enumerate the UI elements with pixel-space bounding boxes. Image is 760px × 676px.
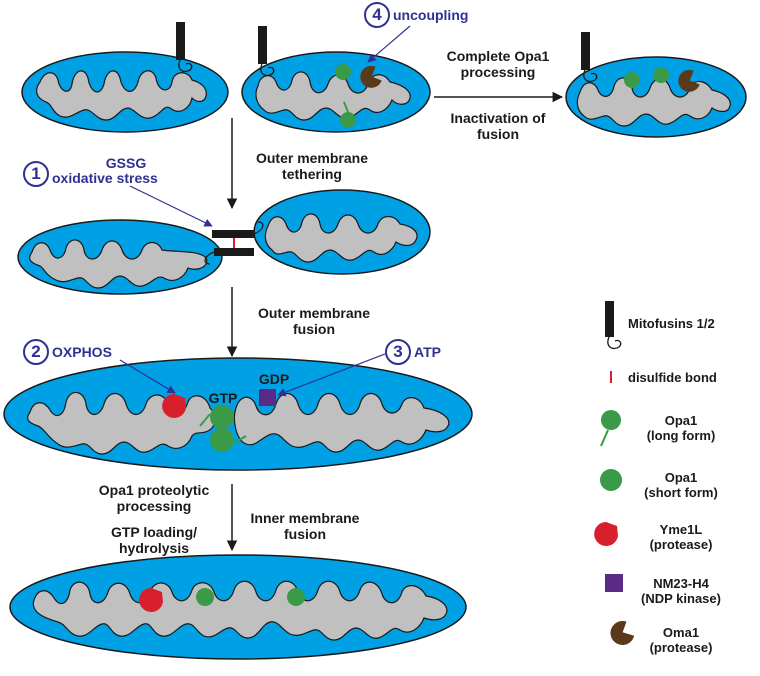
- step-4-badge: [364, 2, 390, 28]
- yme1l-icon: [162, 394, 186, 418]
- cristae-matrix-right: [233, 392, 450, 453]
- outer-fusion-line1: Outer membrane: [257, 305, 371, 321]
- outer-tether-line2: tethering: [282, 166, 342, 182]
- cristae-matrix: [29, 239, 208, 289]
- mitochondrion-3: [565, 32, 747, 138]
- gtp-loading-line2: hydrolysis: [118, 540, 190, 556]
- gtp-loading-line1: GTP loading/: [110, 524, 198, 540]
- legend-yme1l-line1: Yme1L: [659, 522, 703, 537]
- step-2-number: 2: [31, 342, 41, 361]
- step-1-line2: oxidative stress: [52, 170, 158, 186]
- mitofusin-icon: [212, 230, 254, 238]
- legend-disulfide: disulfide bond: [628, 370, 717, 385]
- mitochondrion-1: [21, 22, 229, 133]
- mitochondrion-5: [253, 189, 431, 275]
- nm23-icon: [605, 574, 623, 592]
- inner-fusion-line2: fusion: [284, 526, 326, 542]
- legend-oma1-line2: (protease): [649, 640, 713, 655]
- opa1-short-icon: [287, 588, 305, 606]
- opa1-long-icon: [210, 405, 234, 429]
- opa1-long-icon: [210, 428, 234, 452]
- oma1-icon: [610, 621, 635, 645]
- mitofusin-icon: [214, 248, 254, 256]
- step-2-label: OXPHOS: [52, 344, 112, 360]
- mitochondrion-2: [241, 26, 431, 133]
- outer-tether-line1: Outer membrane: [255, 150, 369, 166]
- opa1-long-icon: [340, 112, 356, 128]
- legend-nm23-line2: (NDP kinase): [641, 591, 721, 606]
- mitofusin-icon: [605, 301, 622, 350]
- inner-fusion-line1: Inner membrane: [250, 510, 360, 526]
- yme1l-icon: [139, 588, 163, 612]
- legend-opa1-short-line2: (short form): [644, 485, 718, 500]
- legend-mitofusins: Mitofusins 1/2: [628, 316, 715, 331]
- yme1l-icon: [594, 522, 618, 546]
- inactivation-line1: Inactivation of: [450, 110, 546, 126]
- opa1-short-icon: [624, 72, 640, 88]
- complete-opa1-line2: processing: [460, 64, 536, 80]
- opa1-short-icon: [653, 67, 669, 83]
- cristae-matrix: [264, 213, 418, 263]
- inactivation-line2: fusion: [477, 126, 519, 142]
- opa1-short-icon: [335, 64, 351, 80]
- mitofusin-icon: [258, 26, 275, 77]
- oma1-icon: [678, 69, 700, 92]
- cristae-matrix: [32, 580, 448, 641]
- step-1-badge: [23, 161, 49, 187]
- mitochondrion-fused: [9, 554, 467, 660]
- mitofusin-icon: [581, 32, 598, 83]
- legend-yme1l-line2: (protease): [649, 537, 713, 552]
- complete-opa1-line1: Complete Opa1: [446, 48, 550, 64]
- outer-fusion-line2: fusion: [293, 321, 335, 337]
- step-3-number: 3: [393, 342, 403, 361]
- step-4-number: 4: [372, 5, 382, 24]
- legend-opa1-short-line1: Opa1: [664, 470, 698, 485]
- step-3-label: ATP: [414, 344, 441, 360]
- cristae-matrix: [36, 70, 207, 121]
- gtp-label: GTP: [208, 390, 238, 406]
- nm23-icon: [259, 389, 276, 406]
- opa1-processing-line2: processing: [116, 498, 192, 514]
- arrow-oxphos: [119, 359, 176, 394]
- gdp-label: GDP: [258, 371, 290, 387]
- arrow-atp: [277, 353, 386, 397]
- arrow-gssg: [129, 185, 213, 227]
- mitochondrion-fusing: [3, 357, 473, 471]
- mitochondrion-4: [17, 219, 223, 295]
- legend-opa1-long-line2: (long form): [646, 428, 716, 443]
- legend-nm23-line1: NM23-H4: [653, 576, 709, 591]
- step-4-label: uncoupling: [393, 7, 469, 23]
- opa1-processing-line1: Opa1 proteolytic: [98, 482, 210, 498]
- arrow-uncoupling: [367, 25, 411, 63]
- opa1-long-icon: [600, 410, 621, 447]
- step-3-badge: [385, 339, 411, 365]
- mitofusin-icon: [176, 22, 193, 73]
- oma1-icon: [360, 65, 382, 88]
- legend-oma1-line1: Oma1: [662, 625, 700, 640]
- step-2-badge: [23, 339, 49, 365]
- opa1-short-icon: [600, 469, 622, 491]
- opa1-short-icon: [196, 588, 214, 606]
- step-1-number: 1: [31, 164, 41, 183]
- mitofusin-tether: [204, 221, 264, 265]
- legend: [594, 301, 635, 645]
- step-1-line1: GSSG: [105, 155, 147, 171]
- legend-opa1-long-line1: Opa1: [664, 413, 698, 428]
